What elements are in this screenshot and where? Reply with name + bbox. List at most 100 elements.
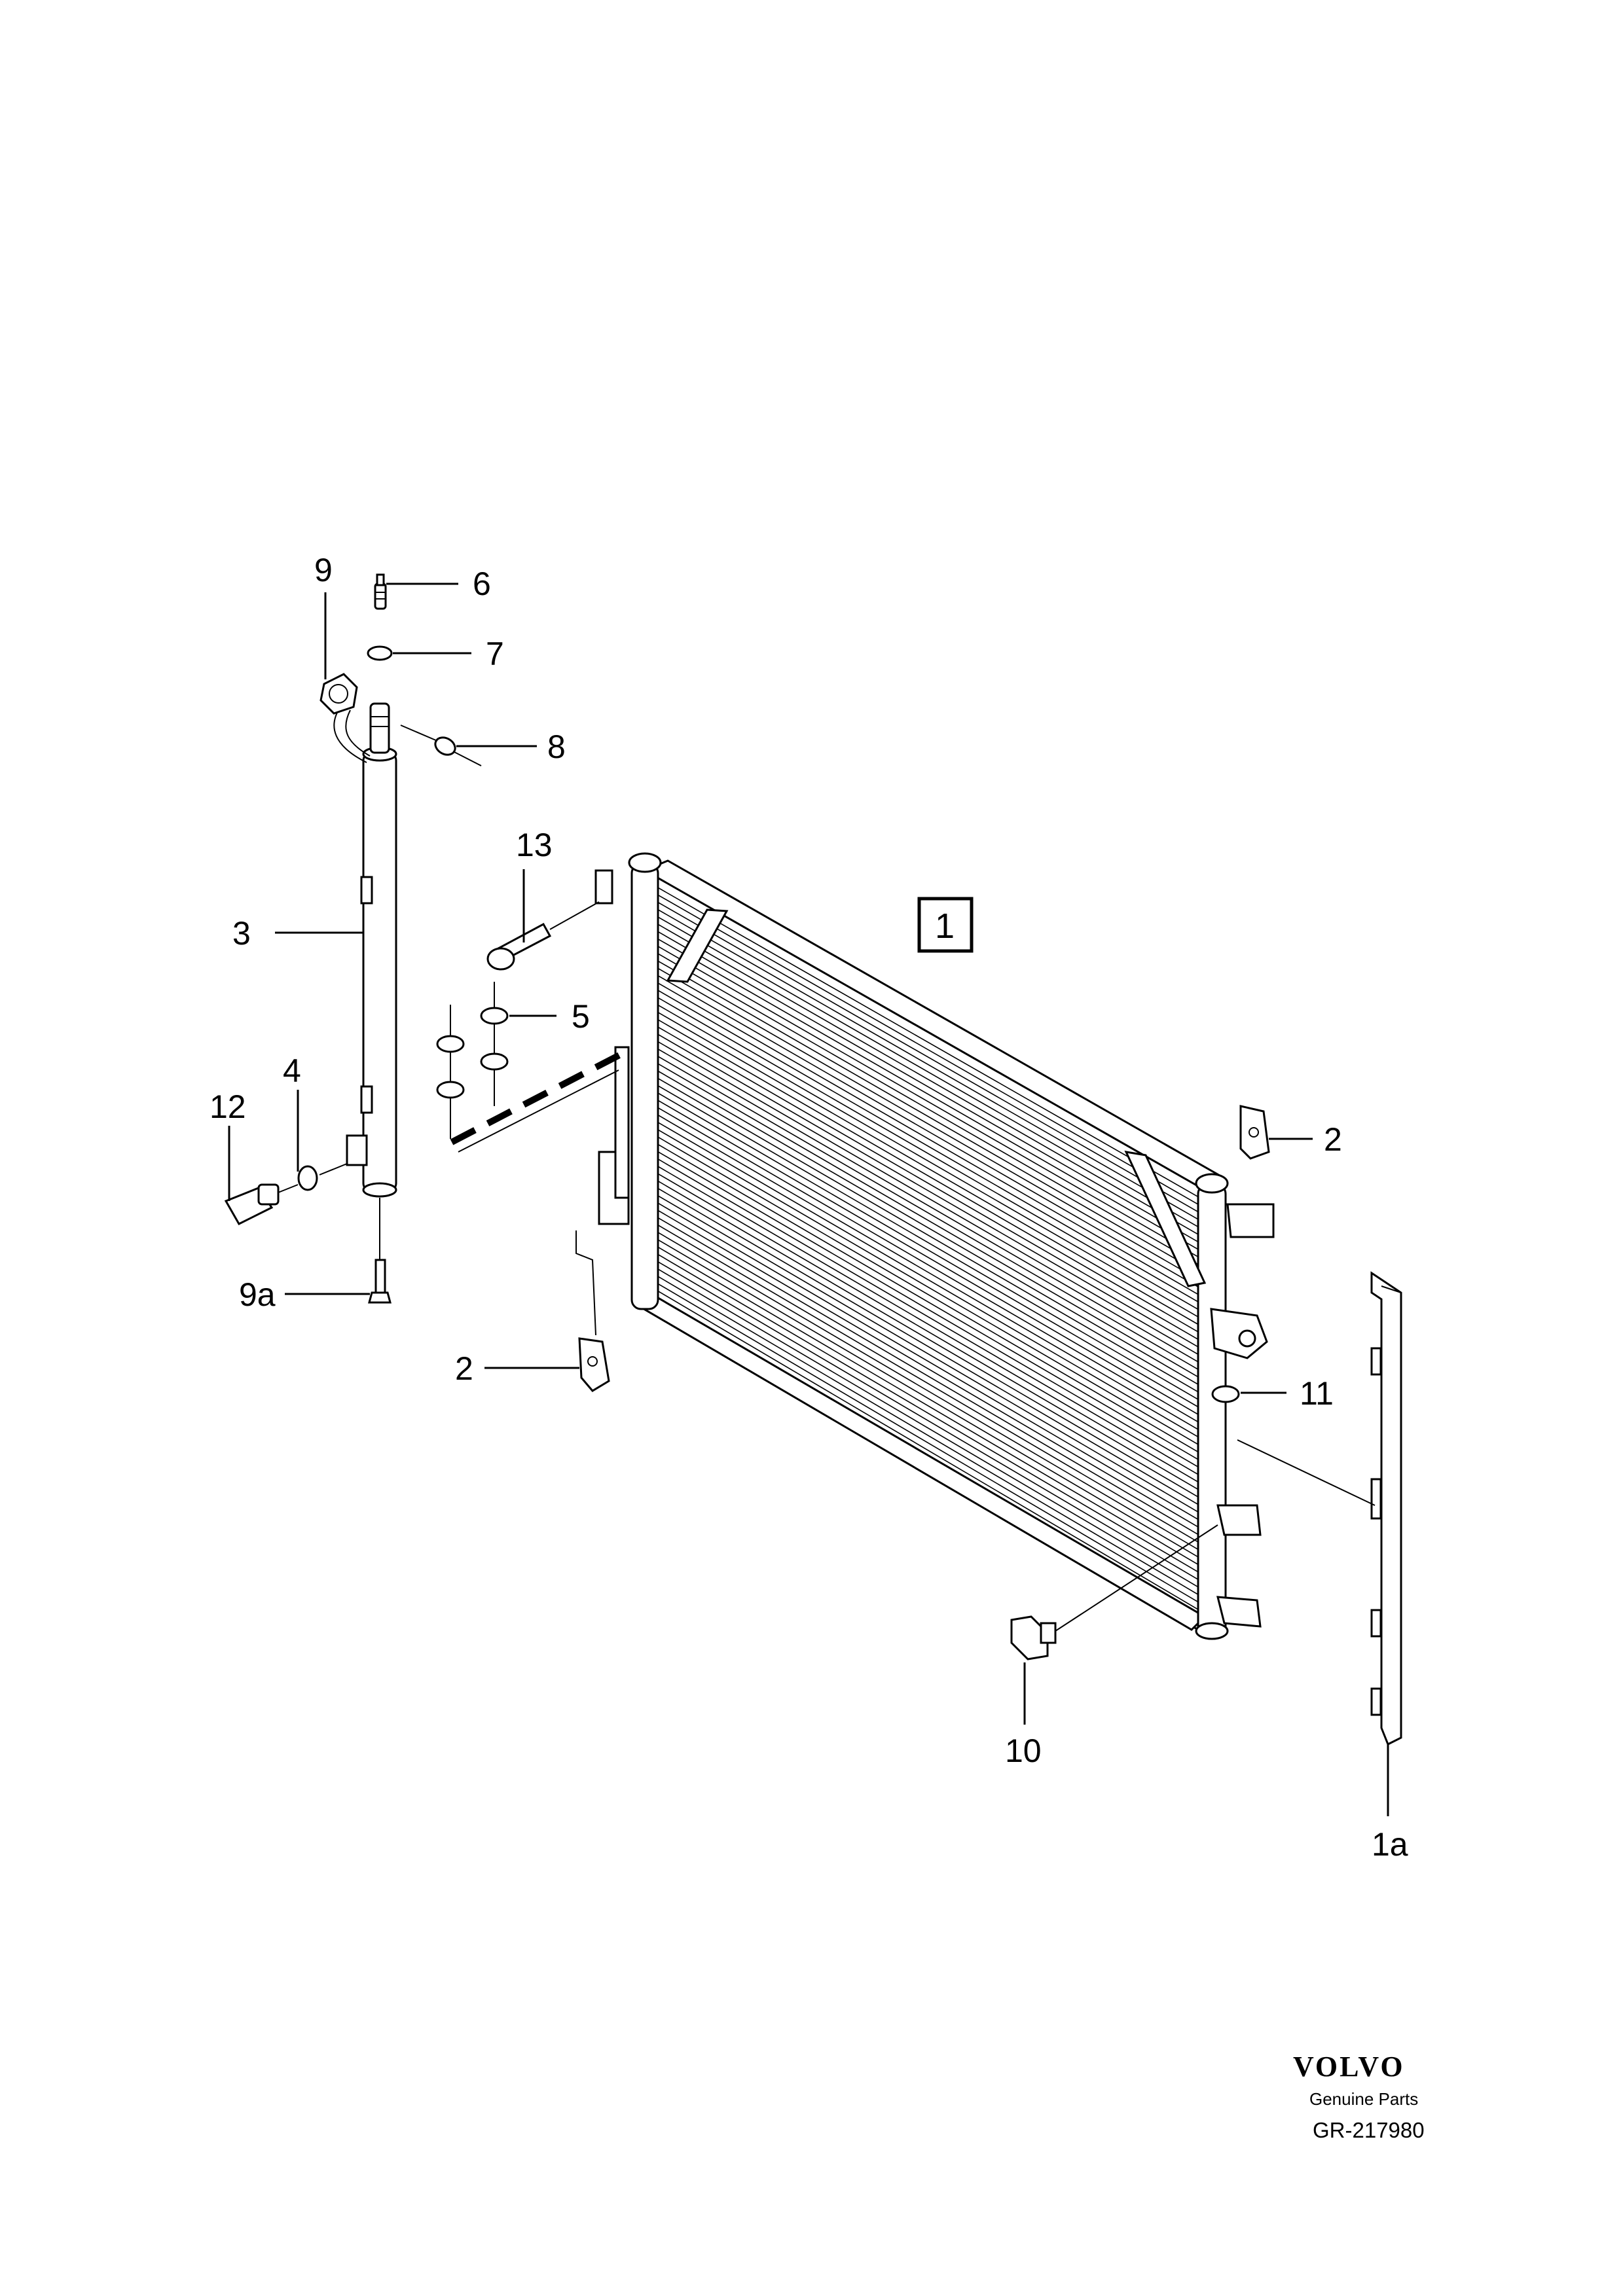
fin-line (657, 1026, 1202, 1342)
fin-line (657, 1041, 1202, 1357)
condenser (594, 852, 1275, 1640)
fin-line (657, 1239, 1202, 1560)
callout-1a: 1a (1372, 1826, 1408, 1863)
callout-12: 12 (210, 1088, 246, 1125)
fin-line (657, 1195, 1202, 1515)
clip-10 (1010, 1524, 1218, 1660)
o-ring-7 (367, 645, 393, 661)
fin-line (657, 1100, 1202, 1417)
fin-line (657, 1151, 1202, 1469)
callout-8: 8 (547, 728, 566, 765)
fin-line (657, 975, 1202, 1289)
condenser-left-tank (630, 863, 659, 1310)
o-rings-5 (436, 982, 509, 1139)
fin-line (657, 1122, 1202, 1440)
fin-line (657, 1056, 1202, 1372)
fin-line (657, 960, 1202, 1274)
fin-line (657, 1033, 1202, 1350)
callout-5: 5 (572, 998, 590, 1035)
fin-line (657, 1210, 1202, 1530)
diagram-reference: GR-217980 (1313, 2118, 1425, 2142)
bolt-9a (368, 1198, 392, 1304)
callout-13: 13 (516, 827, 553, 863)
fin-line (657, 1114, 1202, 1432)
callout-7: 7 (486, 636, 504, 672)
fin-line (657, 1143, 1202, 1462)
side-shield-1a (1237, 1271, 1402, 1746)
fin-line (657, 938, 1202, 1252)
callout-4: 4 (283, 1052, 301, 1089)
fin-line (657, 909, 1202, 1222)
fin-line (657, 1012, 1202, 1327)
brand-tagline: Genuine Parts (1309, 2089, 1418, 2109)
fin-line (657, 1253, 1202, 1575)
fin-line (657, 887, 1202, 1200)
leader-lines (228, 583, 1389, 1816)
fin-line (657, 1063, 1202, 1380)
fin-line (657, 1077, 1202, 1395)
callout-2-left: 2 (455, 1350, 473, 1387)
drier-cap (319, 673, 371, 763)
fin-line (657, 1290, 1202, 1612)
svg-text:1: 1 (935, 906, 955, 946)
fin-line (657, 982, 1202, 1297)
receiver-drier (346, 702, 397, 1198)
fin-line (657, 1129, 1202, 1447)
pressure-sensor (224, 1183, 299, 1225)
o-ring-8 (434, 736, 456, 756)
fin-line (657, 1136, 1202, 1454)
fin-line (657, 916, 1202, 1230)
fin-line (657, 990, 1202, 1304)
fin-line (657, 1180, 1202, 1499)
fin-line (657, 1276, 1202, 1597)
brace-left (666, 908, 729, 983)
fin-line (657, 894, 1202, 1207)
callout-9: 9 (314, 552, 333, 588)
fin-line (657, 931, 1202, 1244)
fin-line (657, 1173, 1202, 1492)
fin-line (657, 1085, 1202, 1402)
callout-1-boxed: 1 (917, 897, 974, 953)
service-valve (374, 573, 387, 610)
fin-line (657, 1158, 1202, 1477)
fin-line (657, 997, 1202, 1312)
drier-canister (362, 751, 397, 1193)
bolt-13 (486, 901, 600, 971)
fin-line (657, 1217, 1202, 1537)
fin-line (657, 1268, 1202, 1590)
fin-line (657, 1070, 1202, 1387)
o-ring-11 (1211, 1385, 1240, 1403)
callout-11: 11 (1300, 1375, 1334, 1412)
washer-4 (297, 1165, 318, 1191)
fin-line (657, 1166, 1202, 1484)
fin-line (657, 1261, 1202, 1582)
fin-line (657, 924, 1202, 1237)
clip-2-left (575, 1230, 610, 1392)
volvo-logo: VOLVO (1293, 2051, 1405, 2083)
fin-line (657, 1187, 1202, 1507)
fin-line (657, 1232, 1202, 1552)
callout-3: 3 (232, 915, 251, 952)
fin-line (657, 967, 1202, 1282)
fin-line (657, 1004, 1202, 1319)
fin-line (657, 1107, 1202, 1425)
callout-9a: 9a (239, 1276, 276, 1313)
condenser-right-tank (1197, 1183, 1227, 1638)
clip-2-right (1239, 1105, 1270, 1160)
fin-line (657, 1283, 1202, 1605)
fin-line (657, 1202, 1202, 1522)
fin-line (657, 901, 1202, 1215)
fin-line (657, 953, 1202, 1267)
condenser-fins (657, 887, 1202, 1620)
fin-line (657, 1246, 1202, 1567)
fin-line (657, 1225, 1202, 1545)
callout-2-right: 2 (1324, 1121, 1342, 1158)
callout-6: 6 (473, 565, 491, 602)
condenser-core (637, 872, 1219, 1632)
fin-line (657, 1019, 1202, 1335)
fin-line (657, 1092, 1202, 1410)
fin-line (657, 1049, 1202, 1365)
callout-10: 10 (1005, 1732, 1042, 1769)
brace-right (1124, 1151, 1207, 1287)
